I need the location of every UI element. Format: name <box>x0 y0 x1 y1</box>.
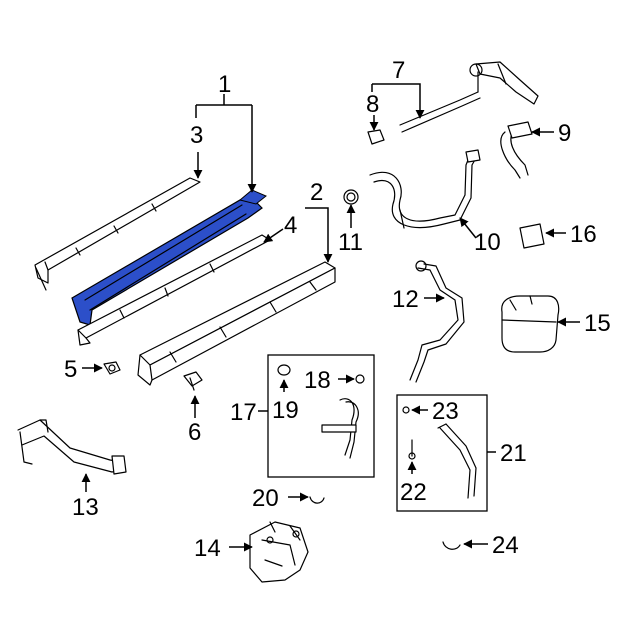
callout-15: 15 <box>584 310 611 337</box>
part-22-bolt[interactable] <box>408 439 416 460</box>
part-10-hose[interactable] <box>369 149 481 229</box>
callout-6: 6 <box>188 419 201 446</box>
kit-box-17 <box>267 354 375 478</box>
callout-20: 20 <box>252 485 279 512</box>
callout-1: 1 <box>218 71 231 98</box>
callout-22: 22 <box>400 479 427 506</box>
part-9-hose[interactable] <box>500 121 533 179</box>
part-17-connector[interactable] <box>321 398 359 459</box>
part-15-reservoir[interactable] <box>501 295 560 353</box>
part-7-hose[interactable] <box>399 61 539 133</box>
part-21-hose[interactable] <box>437 423 477 499</box>
part-24-clamp[interactable] <box>442 541 461 550</box>
callout-23: 23 <box>432 398 459 425</box>
callout-5: 5 <box>64 356 77 383</box>
callout-24: 24 <box>492 532 519 559</box>
callout-13: 13 <box>72 494 99 521</box>
part-11-clamp[interactable] <box>343 189 359 205</box>
callout-3: 3 <box>190 122 203 149</box>
callout-8: 8 <box>366 91 379 118</box>
callout-7: 7 <box>392 57 405 84</box>
kit-box-21 <box>396 394 488 512</box>
part-14-housing[interactable] <box>249 521 309 583</box>
part-13-hose[interactable] <box>17 419 127 475</box>
part-5-clip[interactable] <box>103 361 121 375</box>
callout-9: 9 <box>558 120 571 147</box>
callout-17: 17 <box>230 399 257 426</box>
callout-12: 12 <box>392 286 419 313</box>
part-20-clip[interactable] <box>309 496 325 504</box>
part-18-clamp[interactable] <box>355 374 365 384</box>
part-23-screw[interactable] <box>402 406 410 414</box>
callout-2: 2 <box>310 179 323 206</box>
part-12-hose[interactable] <box>409 260 465 383</box>
callout-21: 21 <box>500 440 527 467</box>
part-6-bracket[interactable] <box>183 371 203 391</box>
callout-19: 19 <box>272 397 299 424</box>
part-8-clip[interactable] <box>367 129 385 145</box>
part-2-cooler[interactable] <box>137 261 336 386</box>
callout-11: 11 <box>338 229 363 256</box>
part-19-plug[interactable] <box>277 364 291 376</box>
callout-10: 10 <box>474 229 501 256</box>
callout-4: 4 <box>284 212 297 239</box>
callout-18: 18 <box>304 367 331 394</box>
callout-14: 14 <box>194 535 221 562</box>
callout-16: 16 <box>570 221 597 248</box>
part-3-shield[interactable] <box>34 177 201 291</box>
leader-lines <box>81 83 580 552</box>
part-1-support-highlighted[interactable] <box>71 189 267 326</box>
part-16-cap[interactable] <box>519 223 545 249</box>
